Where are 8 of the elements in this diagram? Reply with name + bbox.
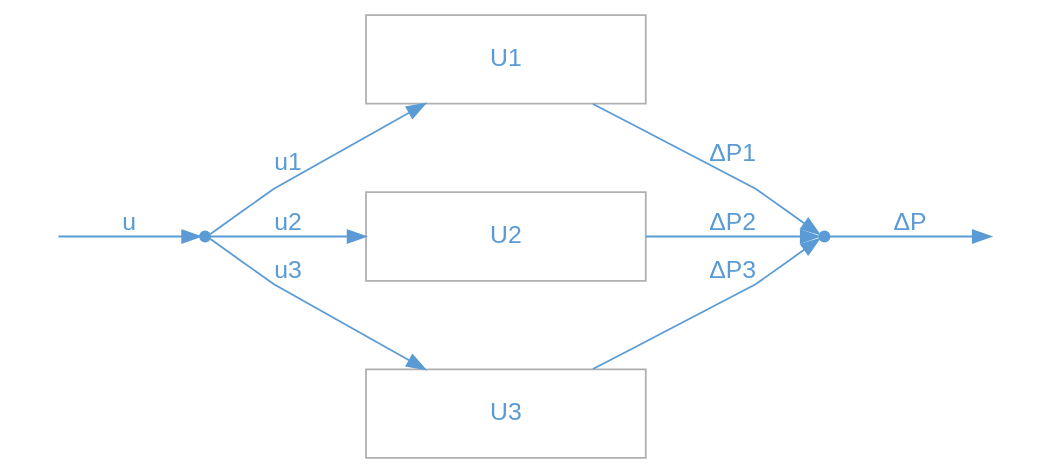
edge-label: u (122, 207, 137, 235)
edge-label: ΔP1 (709, 138, 756, 166)
edge-label: u2 (274, 207, 302, 235)
edge-label: ΔP (893, 207, 927, 235)
edge-label: u3 (274, 255, 302, 283)
edge-label: ΔP3 (709, 255, 756, 283)
edge-label: ΔP2 (709, 207, 756, 235)
edge-label: u1 (274, 147, 302, 175)
